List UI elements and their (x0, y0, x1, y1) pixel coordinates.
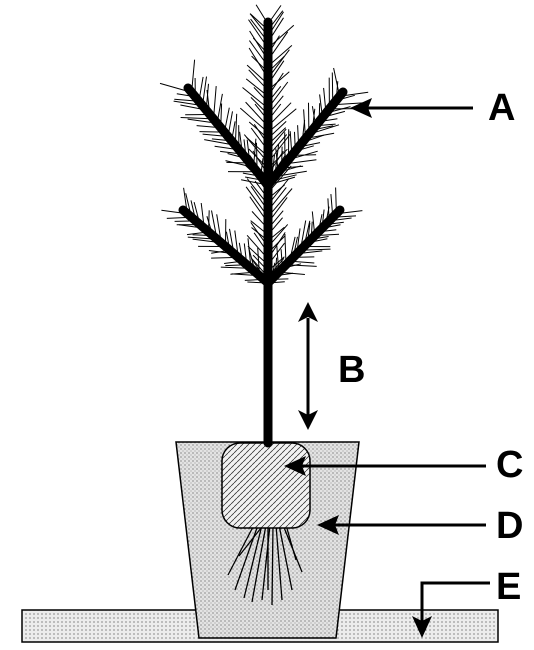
root-ball (222, 443, 310, 528)
label-e: E (496, 568, 521, 606)
label-d: D (496, 507, 523, 545)
arrow-b (298, 302, 318, 430)
arrow-a (350, 98, 473, 118)
label-b: B (338, 351, 365, 389)
label-a: A (488, 89, 515, 127)
label-c: C (496, 446, 523, 484)
